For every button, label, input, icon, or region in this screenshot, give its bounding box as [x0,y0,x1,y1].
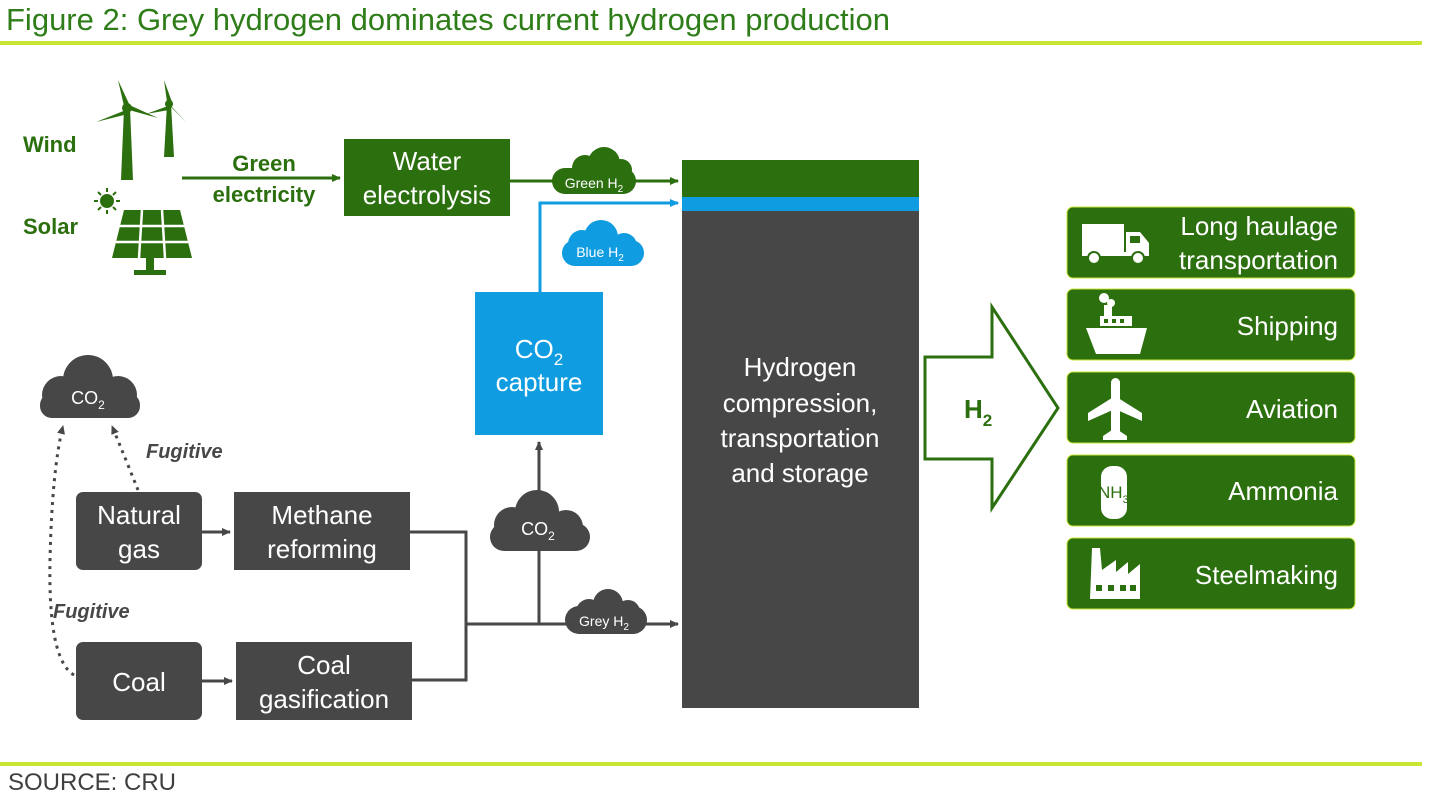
coal-fugitive-label: Fugitive [53,601,130,623]
natural-gas-fugitive-arrow [110,425,140,491]
end-use-ammonia [1066,454,1356,527]
fugitive-co2-subscript: 2 [98,398,105,412]
svg-text:Green H2: Green H2 [565,175,624,195]
coal-label: Coal [112,667,165,697]
factory-icon [1090,548,1140,599]
co2-capture-label-line2: capture [496,367,583,397]
svg-text:CO2: CO2 [71,388,105,412]
blue-h2-share-band [682,197,919,211]
footer-rule [0,762,1422,766]
blue-h2-subscript: 2 [618,253,624,264]
water-electrolysis-label-line2: electrolysis [363,180,492,210]
blue-h2-arrow [538,199,679,292]
grey-h2-subscript: 2 [623,622,629,633]
grey-h2-cloud [565,589,647,634]
h2-arrow-label: H [964,394,983,424]
ammonia-tank-icon: NH3 [1098,466,1129,519]
coal-gasification-box [236,642,412,720]
sun-icon [94,188,120,214]
coal-gasification-label-line1: Coal [297,650,350,680]
end-use-label-ammonia: Ammonia [1228,476,1338,506]
end-use-label-steelmaking: Steelmaking [1195,560,1338,590]
natural-gas-box [76,492,202,570]
green-h2-cloud [552,147,636,194]
blue-h2-cloud [562,220,644,266]
ammonia-icon-label: NH [1098,483,1123,502]
water-electrolysis-box [344,139,510,216]
green-electricity-label-line1: Green [232,151,296,176]
coal-fugitive-arrow [48,425,75,677]
h2-output-arrow [923,301,1060,513]
source-note: SOURCE: CRU [8,769,177,796]
co2-capture-subscript: 2 [554,350,563,369]
svg-text:CO2: CO2 [521,519,555,543]
end-use-label-long-haulage-line1: Long haulage [1180,211,1338,241]
methane-reforming-label-line1: Methane [271,500,372,530]
grey-merge-connector [410,530,468,682]
wind-label: Wind [23,132,77,157]
storage-label-line2: compression, [723,388,878,418]
fugitive-co2-cloud [40,355,140,418]
svg-text:NH3: NH3 [1098,483,1129,506]
storage-label-line4: and storage [731,458,868,488]
svg-text:Grey H2: Grey H2 [579,613,629,633]
water-electrolysis-label-line1: Water [393,146,462,176]
green-h2-subscript: 2 [618,184,624,195]
methane-reforming-label-line2: reforming [267,534,377,564]
end-use-label-long-haulage-line2: transportation [1179,245,1338,275]
h2-arrow-subscript: 2 [983,411,992,430]
fugitive-co2-label: CO [71,388,98,408]
storage-label-line1: Hydrogen [744,352,857,382]
blue-h2-label: Blue H [576,244,618,260]
solar-label: Solar [23,214,78,239]
ammonia-icon-subscript: 3 [1123,494,1129,506]
figure-title: Figure 2: Grey hydrogen dominates curren… [6,2,890,37]
truck-icon [1082,224,1149,265]
natural-gas-label-line2: gas [118,534,160,564]
end-use-label-shipping: Shipping [1237,311,1338,341]
coal-gasification-label-line2: gasification [259,684,389,714]
coal-box [76,642,202,720]
process-co2-cloud [490,490,590,551]
natural-gas-fugitive-label: Fugitive [146,441,223,463]
svg-text:H2: H2 [964,394,992,430]
end-use-label-aviation: Aviation [1246,394,1338,424]
airplane-icon [1088,378,1142,440]
green-electricity-label-line2: electricity [213,182,316,207]
title-rule [0,41,1422,45]
wind-turbines-icon [96,80,186,180]
grey-h2-label: Grey H [579,613,623,629]
green-h2-label: Green H [565,175,618,191]
svg-text:Blue H2: Blue H2 [576,244,624,264]
storage-label-line3: transportation [721,423,880,453]
natural-gas-label-line1: Natural [97,500,181,530]
hydrogen-storage-box [682,211,919,708]
co2-capture-label: CO [515,334,554,364]
process-co2-label: CO [521,519,548,539]
green-h2-share-band [682,160,919,197]
process-co2-subscript: 2 [548,529,555,543]
svg-text:CO2: CO2 [515,334,563,369]
solar-panel-icon [112,209,192,275]
co2-capture-box [475,292,603,435]
methane-reforming-box [234,492,410,570]
end-use-aviation [1066,371,1356,444]
ship-icon [1086,293,1147,354]
